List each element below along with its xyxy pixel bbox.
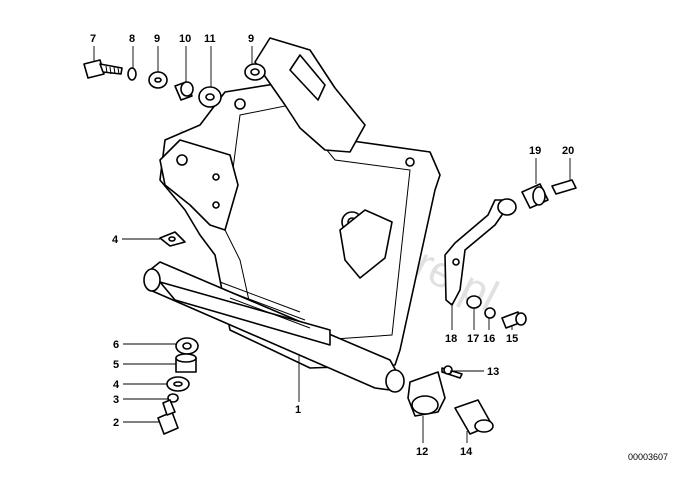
screw-13 bbox=[441, 365, 463, 379]
callout-2: 2 bbox=[113, 417, 119, 429]
leader-lines bbox=[93, 46, 571, 443]
callout-5: 5 bbox=[113, 359, 119, 371]
pin-20 bbox=[551, 179, 577, 195]
callout-17: 17 bbox=[467, 333, 479, 345]
callout-19: 19 bbox=[529, 145, 541, 157]
main-bracket bbox=[143, 37, 441, 393]
callout-20: 20 bbox=[562, 145, 574, 157]
callout-6: 6 bbox=[113, 339, 119, 351]
grommet-11 bbox=[198, 86, 222, 108]
bushing-10 bbox=[174, 81, 194, 101]
callout-9-right: 9 bbox=[248, 33, 254, 45]
diagram-id: 00003607 bbox=[628, 452, 668, 462]
callout-4-upper: 4 bbox=[112, 234, 119, 246]
callout-15: 15 bbox=[506, 333, 518, 345]
callout-8: 8 bbox=[129, 33, 135, 45]
callout-3: 3 bbox=[113, 394, 119, 406]
washer-4-lower bbox=[166, 376, 190, 392]
nut-6 bbox=[175, 337, 199, 355]
bolt-7 bbox=[83, 59, 123, 79]
bolt-2 bbox=[157, 399, 179, 435]
lock-washer-8 bbox=[127, 67, 137, 81]
callout-labels: 7 8 9 10 11 9 4 6 5 4 3 2 1 12 14 13 18 … bbox=[90, 33, 574, 458]
callout-1: 1 bbox=[295, 404, 301, 416]
bushing-14 bbox=[454, 399, 494, 435]
lock-washer-16 bbox=[484, 307, 496, 319]
callout-14: 14 bbox=[460, 446, 473, 458]
washer-17 bbox=[466, 295, 482, 309]
callout-7: 7 bbox=[90, 33, 96, 45]
screw-15 bbox=[501, 311, 527, 329]
callout-16: 16 bbox=[483, 333, 495, 345]
arm-18 bbox=[444, 199, 506, 306]
callout-18: 18 bbox=[445, 333, 457, 345]
washer-9-left bbox=[148, 71, 168, 89]
clamp-12 bbox=[407, 371, 446, 417]
spacer-5 bbox=[175, 353, 197, 373]
callout-10: 10 bbox=[179, 33, 191, 45]
callout-13: 13 bbox=[487, 366, 499, 378]
callout-9-left: 9 bbox=[154, 33, 160, 45]
bushing-19 bbox=[497, 183, 549, 216]
callout-12: 12 bbox=[416, 446, 428, 458]
callout-4-lower: 4 bbox=[113, 379, 120, 391]
callout-11: 11 bbox=[204, 33, 216, 45]
washer-4-upper bbox=[159, 231, 186, 247]
